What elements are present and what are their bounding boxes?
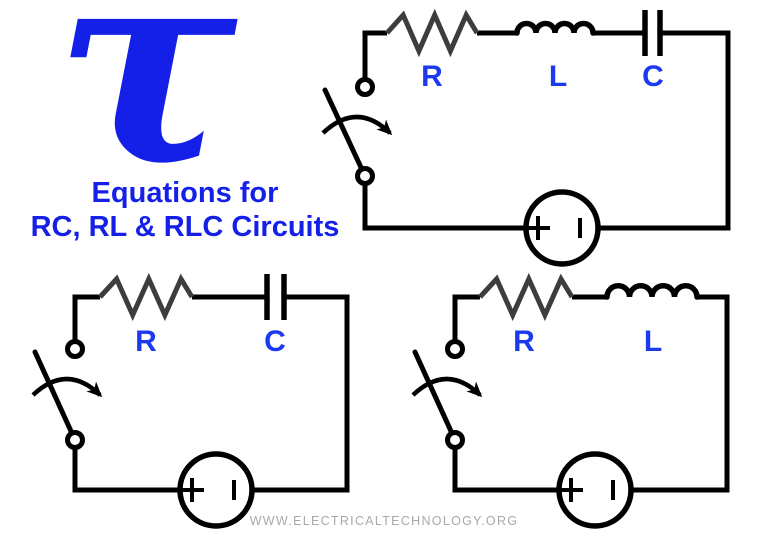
switch-terminal-bottom <box>65 430 85 450</box>
inductor-symbol <box>604 283 700 300</box>
component-label-R: R <box>513 325 535 358</box>
wire <box>598 30 731 231</box>
watermark: WWW.ELECTRICALTECHNOLOGY.ORG <box>249 514 519 528</box>
switch-terminal-bottom <box>445 430 465 450</box>
switch-terminal-top <box>445 339 465 359</box>
wire <box>452 448 559 493</box>
wire <box>362 30 387 79</box>
component-label-C: C <box>264 325 286 358</box>
inductor-symbol <box>514 20 596 36</box>
positive-terminal-icon <box>559 478 583 502</box>
wire <box>252 294 350 493</box>
component-label-R: R <box>135 325 157 358</box>
component-label-L: L <box>549 60 567 93</box>
positive-terminal-icon <box>180 478 204 502</box>
wire <box>631 294 730 493</box>
positive-terminal-icon <box>526 216 550 240</box>
switch-lever <box>412 349 458 443</box>
component-label-C: C <box>642 60 664 93</box>
switch-closing-arrow-icon <box>321 114 393 136</box>
page-title: Equations for RC, RL & RLC Circuits <box>24 176 346 244</box>
wire <box>72 448 180 493</box>
switch-lever <box>32 349 78 443</box>
resistor-symbol <box>385 8 480 58</box>
switch-closing-arrow-icon <box>31 376 103 398</box>
switch-terminal-top <box>65 339 85 359</box>
switch-closing-arrow-icon <box>411 376 483 398</box>
wire <box>72 294 100 341</box>
resistor-symbol <box>98 272 195 322</box>
title-line-2: RC, RL & RLC Circuits <box>30 211 340 243</box>
switch-lever <box>322 87 368 179</box>
component-label-L: L <box>644 325 662 358</box>
switch-terminal-bottom <box>355 166 375 186</box>
title-line-1: Equations for <box>91 177 279 209</box>
switch-terminal-top <box>355 77 375 97</box>
resistor-symbol <box>478 272 575 322</box>
wire <box>452 294 480 341</box>
tau-symbol: τ <box>54 0 241 225</box>
component-label-R: R <box>421 60 443 93</box>
wire <box>362 184 526 231</box>
